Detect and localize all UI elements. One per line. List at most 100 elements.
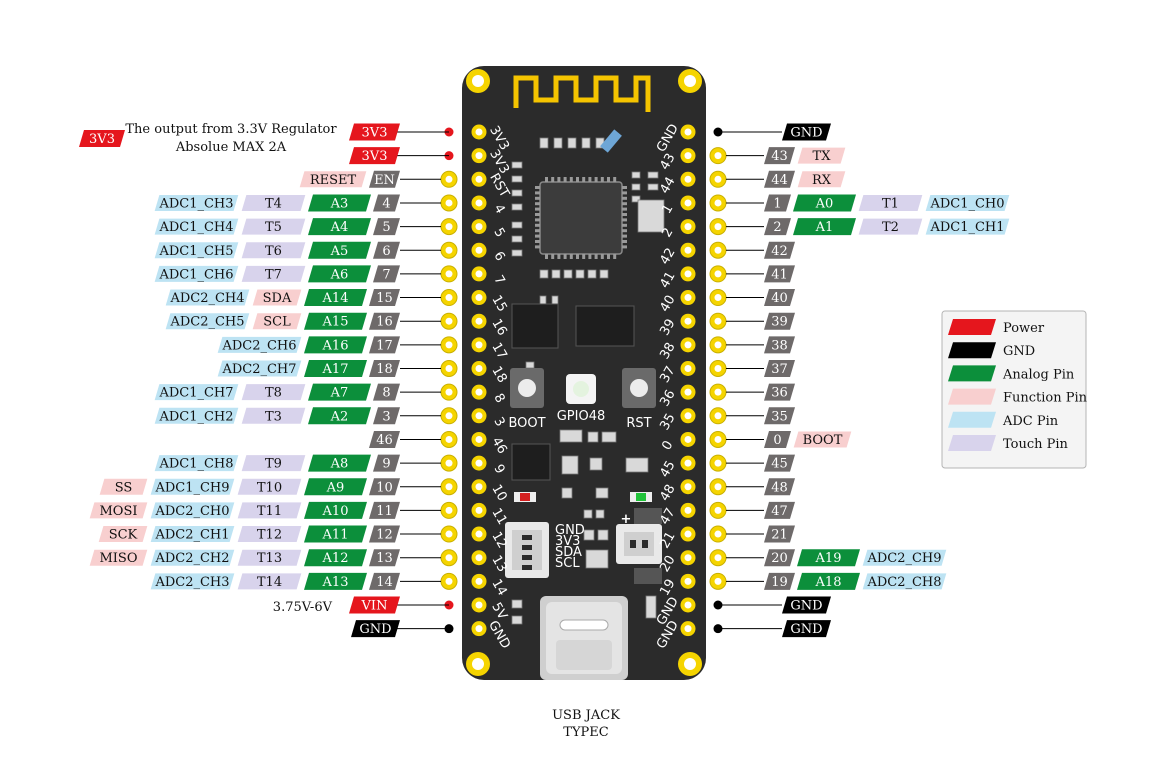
legend-label: Touch Pin	[1003, 437, 1069, 452]
smd-part	[551, 269, 561, 279]
mcu-chip	[539, 181, 623, 255]
dev-board: BOOT GPIO48 RST GND 3V3 SDA SCL +	[462, 66, 706, 680]
left-pin-13-tag-0-shape	[369, 430, 400, 448]
right-pin-2-tag-0-shape	[764, 170, 795, 188]
right-pin-3-tag-2: T1	[857, 193, 924, 212]
usb-jack-label: USB JACK	[552, 708, 620, 723]
right-pin-4-tag-1: A1	[793, 218, 856, 236]
left-pin-column: 3V33V3ENRESET4A3T4ADC1_CH35A4T5ADC1_CH46…	[88, 123, 458, 638]
legend-item-4: ADC Pin	[948, 411, 1059, 429]
right-pin-16-tag-0-shape	[764, 501, 795, 519]
left-pin-17-tag-2: T12	[236, 525, 303, 544]
right-pin-3-tag-2-shape	[857, 193, 924, 212]
right-pin-3-tag-0: 1	[764, 194, 791, 212]
right-pin-20: GND	[713, 596, 831, 614]
right-pin-20-tag-0: GND	[782, 596, 831, 614]
left-pin-4-tag-0-text: ADC1_CH4	[158, 220, 233, 235]
right-silk-label: 19	[657, 577, 678, 599]
smd-part	[559, 429, 583, 443]
left-pin-11-tag-0: ADC1_CH7	[153, 383, 240, 402]
left-pin-17-tag-3-shape	[304, 525, 367, 543]
regulator-note-line2: Absolue MAX 2A	[175, 140, 287, 155]
left-silk-label: 5V	[488, 600, 510, 622]
left-pin-3-tag-2-text: A3	[330, 196, 349, 211]
left-pin-7-tag-3-text: 15	[376, 291, 393, 306]
right-pin-3-tag-0-shape	[764, 194, 791, 212]
right-pin-0-tag-0-shape	[782, 123, 831, 141]
left-pin-16-tag-0: MOSI	[88, 501, 149, 520]
left-pin-5-tag-3: 6	[373, 241, 400, 259]
left-pin-0: 3V3	[349, 123, 454, 141]
left-pin-14-tag-2-text: A8	[330, 457, 349, 472]
left-pin-2-tag-1-text: EN	[374, 173, 395, 188]
smd-part	[575, 269, 585, 279]
right-pin-10-tag-0-shape	[764, 360, 795, 377]
rst-button-cap[interactable]	[630, 379, 648, 397]
left-pin-0-tag-0: 3V3	[349, 123, 400, 141]
left-pin-19-tag-1-shape	[236, 572, 303, 591]
right-pin-3-tag-1-text: A0	[815, 196, 834, 211]
left-pin-12-tag-0-shape	[153, 406, 240, 425]
right-pin-19-tag-2-text: ADC2_CH8	[866, 575, 941, 590]
right-pin-9-tag-0-shape	[764, 336, 795, 354]
left-pin-16-tag-3: A10	[304, 501, 367, 519]
left-pin-10-tag-1: A17	[304, 360, 367, 377]
right-pin-11-tag-0-text: 36	[771, 386, 788, 401]
left-pin-7-tag-2: A14	[304, 289, 367, 307]
left-pin-7-tag-0: ADC2_CH4	[164, 288, 251, 307]
boot-silk-label: BOOT	[508, 416, 545, 431]
left-pin-17-tag-4-text: 12	[376, 528, 393, 543]
left-pin-20-tag-0: VIN	[349, 596, 400, 614]
left-pin-17-tag-2-text: T12	[257, 528, 282, 543]
left-pin-10-tag-2-shape	[369, 360, 400, 377]
left-pin-14-tag-0-text: ADC1_CH8	[158, 457, 233, 472]
smd-part	[599, 269, 609, 279]
left-pin-8-tag-0-shape	[164, 312, 251, 331]
left-pin-0-tag-0-shape	[349, 123, 400, 141]
left-pin-2: EN RESET	[298, 170, 458, 189]
left-pin-11-tag-2-shape	[308, 383, 371, 401]
vin-range-note: 3.75V-6V	[273, 600, 333, 615]
left-pin-0-tag-0-text: 3V3	[362, 126, 388, 141]
legend-label: Power	[1003, 321, 1045, 336]
smd-part	[625, 457, 649, 473]
right-pin-21-tag-0-text: GND	[790, 622, 822, 637]
right-pin-7-tag-0-shape	[764, 289, 795, 307]
left-pin-6-tag-2: A6	[308, 265, 371, 283]
right-pin-2-tag-1-shape	[796, 170, 847, 189]
right-silk-label: 44	[657, 175, 678, 197]
left-pin-12-tag-3-text: 3	[382, 409, 390, 424]
left-pin-2-tag-0-shape	[298, 170, 368, 189]
left-pin-12-tag-2: A2	[308, 407, 371, 425]
left-pin-10-tag-0-shape	[216, 359, 303, 378]
right-pin-15: 48	[709, 478, 795, 496]
right-pin-4-tag-2-shape	[857, 217, 924, 236]
left-pin-2-tag-0-text: RESET	[310, 173, 357, 188]
left-pin-15-tag-4-text: 10	[376, 480, 393, 495]
left-pin-8-tag-3-shape	[369, 312, 400, 330]
left-pin-8-tag-2-text: A15	[322, 315, 349, 330]
conn-label-3v3: 3V3	[555, 534, 580, 549]
right-silk-label: 38	[657, 340, 678, 362]
left-pin-16-tag-3-text: A10	[322, 504, 349, 519]
left-silk-label: 12	[488, 529, 509, 551]
right-pin-1-tag-1: TX	[796, 146, 847, 165]
left-silk-label: 16	[488, 317, 509, 339]
right-pin-9: 38	[709, 336, 795, 354]
boot-button-cap[interactable]	[518, 379, 536, 397]
legend-swatch	[948, 435, 996, 451]
right-pin-4-tag-3-shape	[924, 217, 1011, 236]
left-pin-8-tag-0: ADC2_CH5	[164, 312, 251, 331]
right-pin-18-tag-1-text: A19	[815, 551, 842, 566]
smd-part	[597, 529, 609, 541]
left-pin-11-tag-0-text: ADC1_CH7	[158, 386, 233, 401]
right-pin-3-tag-1-shape	[793, 194, 856, 212]
smd-part	[583, 529, 595, 541]
